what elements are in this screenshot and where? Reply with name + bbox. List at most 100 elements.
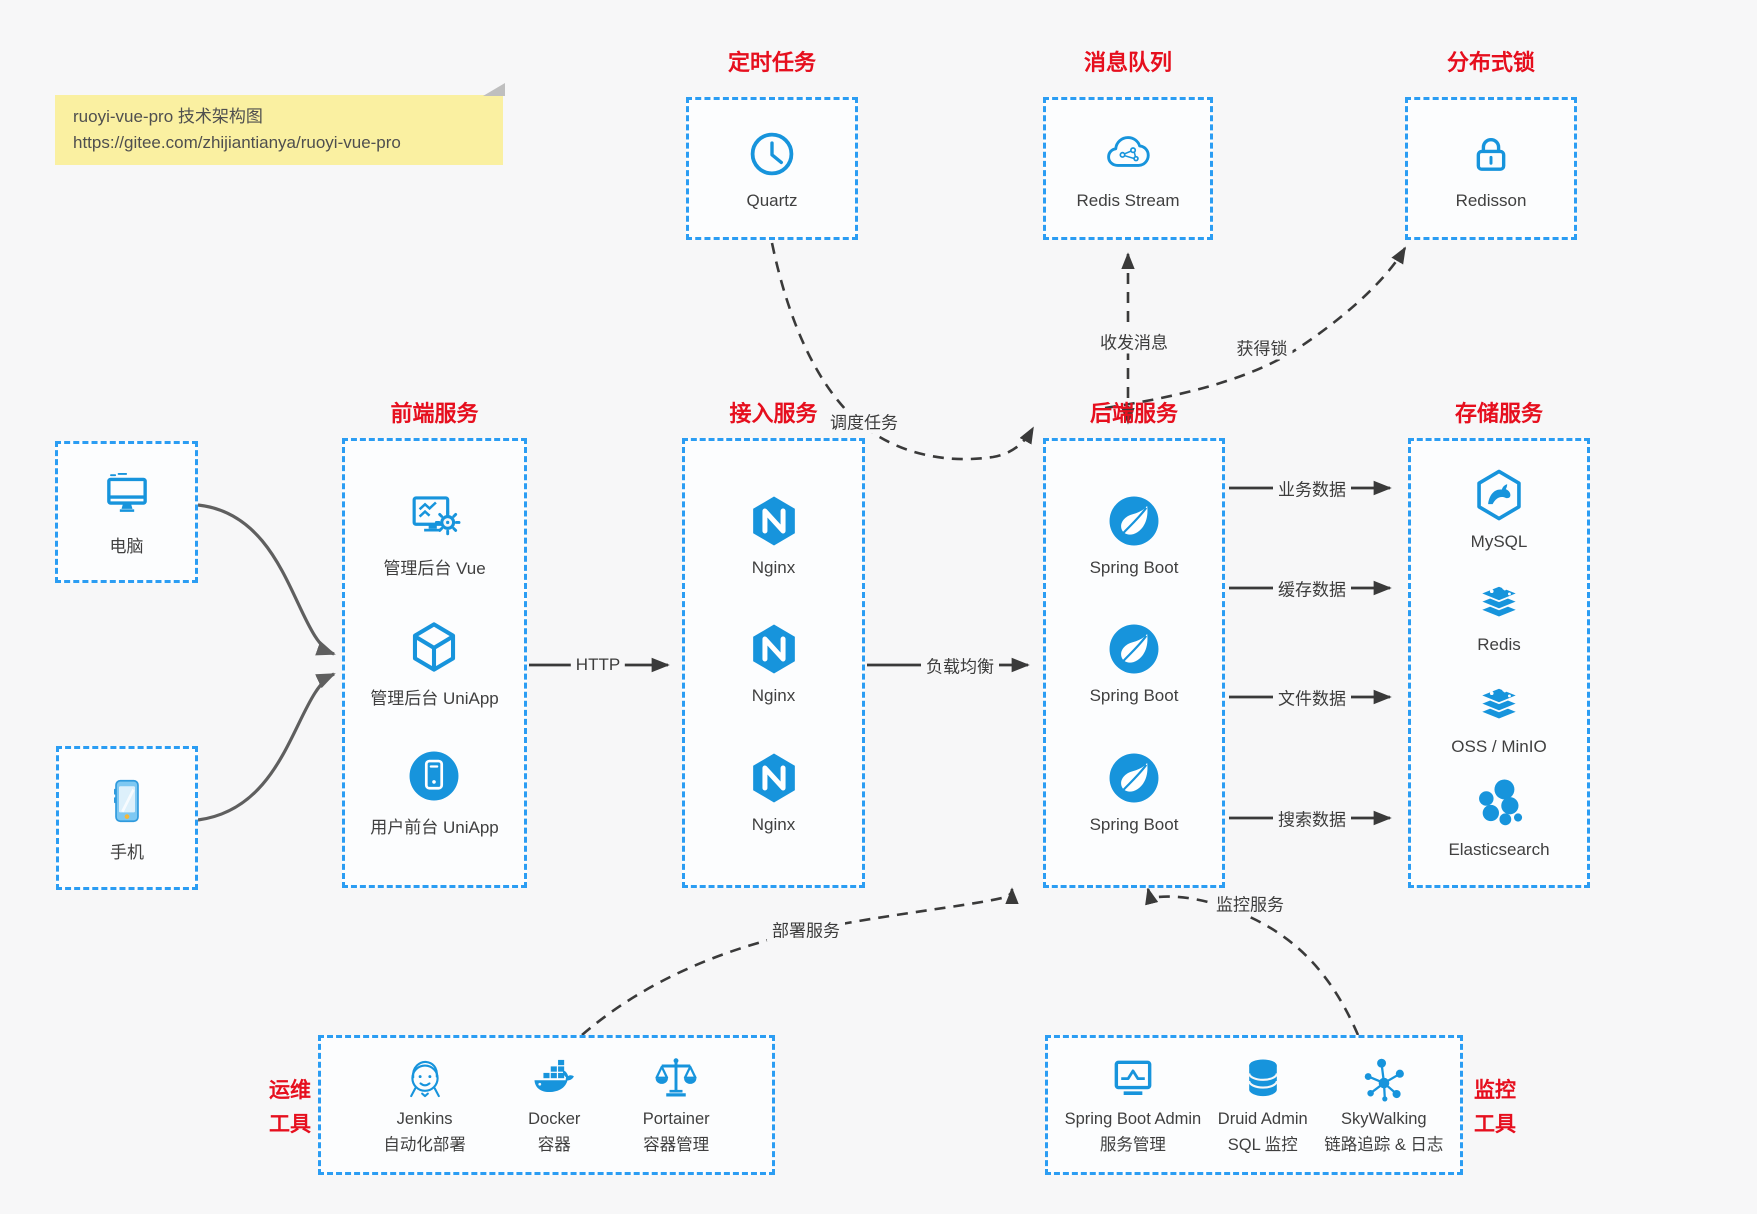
node-druid-admin: Druid Admin SQL 监控 <box>1218 1053 1308 1157</box>
node-label: Redis Stream <box>1076 190 1180 210</box>
node-label: 用户前台 UniApp <box>370 818 499 838</box>
quartz-box: Quartz <box>686 97 858 240</box>
node-sublabel: 容器 <box>537 1136 571 1154</box>
node-label: Druid Admin <box>1217 1110 1308 1128</box>
node-admin-vue: 管理后台 Vue <box>383 488 486 579</box>
note-title: ruoyi-vue-pro 技术架构图 <box>73 107 263 126</box>
node-docker: Docker 容器 <box>528 1053 580 1157</box>
oss-minio-icon <box>1470 671 1528 729</box>
edge-phone-to-frontend <box>197 672 336 822</box>
node-nginx-1: Nginx <box>745 492 803 578</box>
spring-boot-icon <box>1105 620 1163 678</box>
nginx-icon <box>745 492 803 550</box>
ops-title-line1: 运维 <box>269 1079 311 1102</box>
druid-icon <box>1237 1053 1289 1105</box>
node-label: Elasticsearch <box>1448 840 1550 860</box>
group-title-monitor-tools: 监控 工具 <box>1474 1074 1554 1142</box>
node-label: MySQL <box>1470 531 1528 551</box>
note-url: https://gitee.com/zhijiantianya/ruoyi-vu… <box>73 133 401 152</box>
access-services-box: Nginx Nginx Nginx <box>682 438 865 888</box>
frontend-services-box: 管理后台 Vue 管理后台 UniApp 用户前台 UniApp <box>342 438 527 888</box>
node-jenkins: Jenkins 自动化部署 <box>383 1053 466 1157</box>
node-elasticsearch: Elasticsearch <box>1448 774 1550 860</box>
edge-label-deploy: 部署服务 <box>767 916 845 942</box>
portainer-icon <box>650 1053 702 1105</box>
mobile-app-icon <box>405 747 463 805</box>
spring-boot-icon <box>1105 492 1163 550</box>
column-title-frontend: 前端服务 <box>390 401 479 426</box>
phone-client-box: 手机 <box>56 746 198 890</box>
node-label: 手机 <box>110 842 144 862</box>
title-note: ruoyi-vue-pro 技术架构图 https://gitee.com/zh… <box>55 83 505 165</box>
node-label: Portainer <box>642 1110 710 1128</box>
node-label: Redis <box>1477 634 1521 654</box>
group-title-message-queue: 消息队列 <box>1083 50 1172 75</box>
node-sublabel: 链路追踪 & 日志 <box>1324 1136 1444 1154</box>
node-nginx-3: Nginx <box>745 749 803 835</box>
node-skywalking: SkyWalking 链路追踪 & 日志 <box>1324 1053 1443 1157</box>
node-springboot-3: Spring Boot <box>1089 749 1179 835</box>
node-label: Spring Boot Admin <box>1064 1110 1202 1128</box>
monitor-title-line1: 监控 <box>1474 1079 1516 1102</box>
clock-icon <box>745 127 799 181</box>
group-title-ops-tools: 运维 工具 <box>247 1074 311 1142</box>
desktop-icon <box>100 468 154 522</box>
edge-label-acquire-lock: 获得锁 <box>1231 334 1293 360</box>
node-label: Jenkins <box>396 1110 453 1128</box>
column-title-access: 接入服务 <box>729 401 818 426</box>
ops-tools-box: Jenkins 自动化部署 Docker 容器 Portainer 容器管理 <box>318 1035 775 1175</box>
edge-label-search-data: 搜索数据 <box>1273 805 1351 831</box>
node-user-uniapp: 用户前台 UniApp <box>370 747 499 838</box>
elasticsearch-icon <box>1470 774 1528 832</box>
ops-title-line2: 工具 <box>269 1113 311 1136</box>
edge-label-cache-data: 缓存数据 <box>1273 575 1351 601</box>
node-label: Redisson <box>1455 190 1527 210</box>
node-sublabel: 服务管理 <box>1099 1136 1166 1154</box>
jenkins-icon <box>399 1053 451 1105</box>
edge-computer-to-frontend <box>197 503 336 656</box>
note-fold-corner <box>483 83 505 96</box>
node-springboot-2: Spring Boot <box>1089 620 1179 706</box>
node-admin-uniapp: 管理后台 UniApp <box>370 618 499 709</box>
node-label: OSS / MinIO <box>1451 737 1547 757</box>
node-label: Nginx <box>751 814 796 834</box>
node-label: Nginx <box>751 557 796 577</box>
lock-icon <box>1464 127 1518 181</box>
storage-services-box: MySQL Redis OSS / MinIO Elasticsearch <box>1408 438 1590 888</box>
node-sublabel: 容器管理 <box>643 1136 710 1154</box>
spring-boot-admin-icon <box>1107 1053 1159 1105</box>
node-sublabel: 自动化部署 <box>383 1136 466 1154</box>
nginx-icon <box>745 620 803 678</box>
cloud-network-icon <box>1101 127 1155 181</box>
edge-deploy-service <box>581 887 1019 1036</box>
node-label: Spring Boot <box>1089 814 1179 834</box>
node-label: Quartz <box>746 190 798 210</box>
node-label: 电脑 <box>109 536 144 556</box>
node-label: SkyWalking <box>1341 1110 1427 1128</box>
node-mysql: MySQL <box>1470 466 1528 552</box>
backend-services-box: Spring Boot Spring Boot Spring Boot <box>1043 438 1225 888</box>
column-title-backend: 后端服务 <box>1089 401 1178 426</box>
node-nginx-2: Nginx <box>745 620 803 706</box>
docker-icon <box>528 1053 580 1105</box>
mysql-icon <box>1470 466 1528 524</box>
edge-label-file-data: 文件数据 <box>1273 684 1351 710</box>
edge-label-business-data: 业务数据 <box>1273 475 1351 501</box>
node-label: Spring Boot <box>1089 557 1179 577</box>
spring-boot-icon <box>1105 749 1163 807</box>
edge-label-load-balance: 负载均衡 <box>921 652 999 678</box>
redis-stream-box: Redis Stream <box>1043 97 1213 240</box>
node-spring-boot-admin: Spring Boot Admin 服务管理 <box>1064 1053 1202 1157</box>
node-label: Nginx <box>751 686 796 705</box>
node-label: Spring Boot <box>1089 686 1179 705</box>
skywalking-icon <box>1358 1053 1410 1105</box>
monitor-tools-box: Spring Boot Admin 服务管理 Druid Admin SQL 监… <box>1045 1035 1463 1175</box>
smartphone-icon <box>100 774 154 828</box>
group-title-distributed-lock: 分布式锁 <box>1446 50 1535 75</box>
edge-label-message: 收发消息 <box>1095 328 1173 354</box>
node-label: 管理后台 UniApp <box>370 688 499 708</box>
monitor-title-line2: 工具 <box>1474 1113 1516 1136</box>
column-title-storage: 存储服务 <box>1454 401 1543 426</box>
edge-label-monitor: 监控服务 <box>1211 890 1289 916</box>
